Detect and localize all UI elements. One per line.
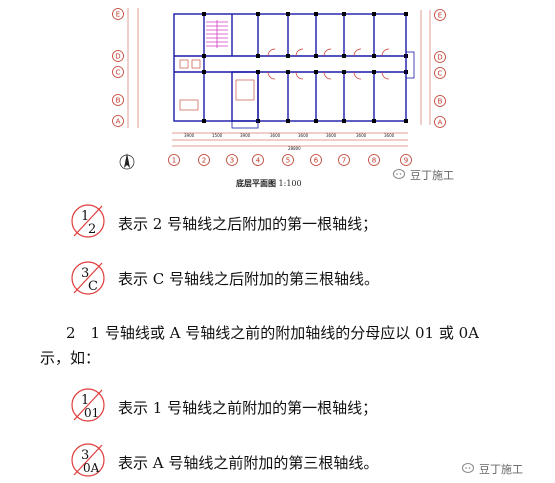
svg-text:3600: 3600	[270, 133, 281, 138]
column-axis-9: 9	[400, 154, 412, 166]
svg-text:3900: 3900	[184, 133, 195, 138]
svg-text:3600: 3600	[356, 133, 367, 138]
svg-text:B: B	[116, 97, 121, 105]
axis-symbol-3-c: 3 C	[69, 259, 107, 297]
row-axis-right-d: D	[434, 51, 446, 63]
svg-text:3600: 3600	[326, 133, 337, 138]
watermark-text: 豆丁施工	[410, 169, 454, 182]
symbol-denominator: 0A	[83, 461, 100, 475]
column-axis-3: 3	[226, 154, 238, 166]
fixtures	[179, 59, 255, 111]
svg-text:28800: 28800	[288, 146, 301, 151]
column-axis-5: 5	[282, 154, 294, 166]
svg-text:1500: 1500	[212, 133, 223, 138]
slashed-circle-icon: 3 0A	[71, 443, 105, 477]
stair-hatch	[206, 20, 228, 48]
svg-text:3600: 3600	[384, 133, 395, 138]
row-axis-left-b: B	[112, 94, 124, 106]
watermark-top: 豆丁施工	[393, 167, 454, 183]
structural-columns	[202, 12, 408, 123]
example-line-3: 表示 1 号轴线之前附加的第一根轴线；	[118, 399, 378, 417]
symbol-denominator: C	[88, 279, 98, 294]
svg-text:3600: 3600	[298, 133, 309, 138]
svg-text:E: E	[116, 11, 120, 19]
svg-text:A: A	[116, 118, 121, 126]
symbol-numerator: 1	[81, 393, 89, 408]
svg-text:9: 9	[404, 157, 408, 165]
rule-paragraph-line-2: 示，如：	[40, 349, 101, 367]
symbol-denominator: 2	[88, 222, 96, 237]
axis-symbol-3-0a: 3 0A	[69, 441, 107, 479]
column-axis-4: 4	[252, 154, 264, 166]
svg-text:7: 7	[342, 157, 346, 165]
north-arrow	[119, 153, 135, 170]
drawing-caption: 底层平面图 1:100	[236, 178, 302, 189]
svg-text:A: A	[438, 119, 443, 127]
row-axis-right-e: E	[434, 9, 446, 21]
example-line-4: 表示 A 号轴线之前附加的第三根轴线。	[118, 454, 379, 472]
drawing-scale: 1:100	[278, 179, 302, 188]
svg-text:D: D	[115, 53, 120, 61]
example-line-1: 表示 2 号轴线之后附加的第一根轴线；	[118, 215, 378, 233]
svg-text:4: 4	[256, 157, 261, 165]
axis-symbol-1-01: 1 01	[69, 386, 107, 424]
row-axis-left-d: D	[112, 50, 124, 62]
column-axis-7: 7	[338, 154, 350, 166]
svg-text:1: 1	[172, 157, 176, 165]
rule-paragraph-line-1: 2 1 号轴线或 A 号轴线之前的附加轴线的分母应以 01 或 0A	[66, 324, 479, 342]
row-axis-left-c: C	[112, 66, 124, 78]
symbol-numerator: 3	[81, 266, 89, 281]
svg-text:C: C	[116, 69, 121, 77]
svg-text:5: 5	[286, 157, 290, 165]
row-axis-left-e: E	[112, 8, 124, 20]
entrance-steps	[231, 51, 415, 129]
svg-text:2: 2	[202, 157, 206, 165]
symbol-numerator: 1	[81, 209, 89, 224]
column-axis-group: 1 2 3 4 5 6 7 8 9	[168, 154, 412, 166]
symbol-numerator: 3	[81, 448, 89, 463]
column-axis-2: 2	[198, 154, 210, 166]
dimension-text: 3900 1500 3900 3600 3600 3600 3600 3600 2880…	[184, 133, 395, 151]
watermark-bottom: 豆丁施工	[462, 461, 523, 477]
column-axis-8: 8	[368, 154, 380, 166]
svg-text:3900: 3900	[240, 133, 251, 138]
chat-bubble-icon	[462, 463, 474, 473]
drawing-title: 底层平面图	[236, 178, 276, 188]
slashed-circle-icon: 1 2	[71, 204, 105, 238]
svg-text:3: 3	[230, 157, 234, 165]
symbol-denominator: 01	[84, 406, 99, 420]
watermark-text: 豆丁施工	[479, 463, 523, 476]
row-axis-right-b: B	[434, 95, 446, 107]
svg-text:6: 6	[314, 157, 319, 165]
axis-symbol-1-2: 1 2	[69, 202, 107, 240]
dimension-lines	[127, 8, 431, 147]
svg-text:C: C	[438, 70, 443, 78]
row-axis-right-c: C	[434, 67, 446, 79]
doors	[267, 48, 390, 80]
svg-text:B: B	[438, 98, 443, 106]
svg-text:D: D	[437, 54, 442, 62]
example-line-2: 表示 C 号轴线之后附加的第三根轴线。	[118, 270, 380, 288]
column-axis-1: 1	[168, 154, 180, 166]
svg-text:8: 8	[372, 157, 376, 165]
svg-text:E: E	[438, 12, 442, 20]
row-axis-left-a: A	[112, 115, 124, 127]
row-axis-right-a: A	[434, 116, 446, 128]
slashed-circle-icon: 3 C	[71, 261, 105, 295]
slashed-circle-icon: 1 01	[71, 388, 105, 422]
chat-bubble-icon	[393, 169, 405, 179]
column-axis-6: 6	[310, 154, 322, 166]
